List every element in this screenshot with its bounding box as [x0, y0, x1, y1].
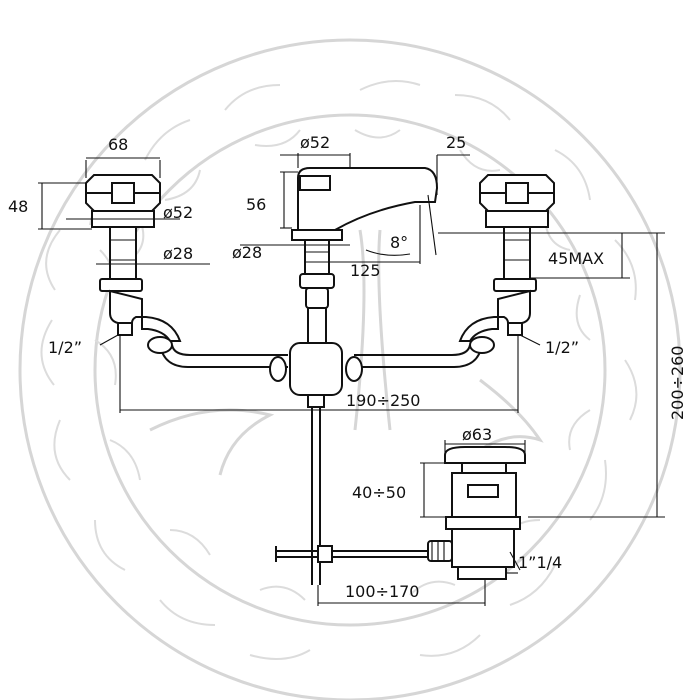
popup-drain [427, 446, 526, 580]
spout-reach-label: 125 [350, 261, 381, 280]
rod-distance-label: 100÷170 [345, 582, 419, 601]
left-flange-diameter-label: ø52 [163, 203, 193, 222]
left-handle-width-label: 68 [108, 135, 128, 154]
deck-max-label: 45MAX [548, 249, 604, 268]
right-thread-label: 1/2” [545, 338, 579, 357]
spout-angle-label: 8° [390, 233, 408, 252]
spout-tip-label: 25 [446, 133, 466, 152]
spout-diameter-label: ø52 [300, 133, 330, 152]
spout-base-diameter-label: ø28 [232, 243, 262, 262]
left-valve [85, 174, 182, 342]
dimension-lines [38, 153, 665, 606]
drain-thread-label: 1”1/4 [518, 553, 562, 572]
connecting-pipes [147, 336, 495, 396]
drain-diameter-label: ø63 [462, 425, 492, 444]
valve-spacing-label: 190÷250 [346, 391, 420, 410]
spout-height-label: 56 [246, 195, 266, 214]
drain-height-label: 40÷50 [352, 483, 406, 502]
total-height-label: 200÷260 [668, 346, 687, 420]
left-stem-diameter-label: ø28 [163, 244, 193, 263]
left-handle-height-label: 48 [8, 197, 28, 216]
dimension-labels: 68 48 ø52 ø28 ø52 56 ø28 125 8° 25 45MAX… [8, 133, 687, 601]
right-valve [458, 174, 555, 342]
left-thread-label: 1/2” [48, 338, 82, 357]
spout [275, 167, 439, 585]
